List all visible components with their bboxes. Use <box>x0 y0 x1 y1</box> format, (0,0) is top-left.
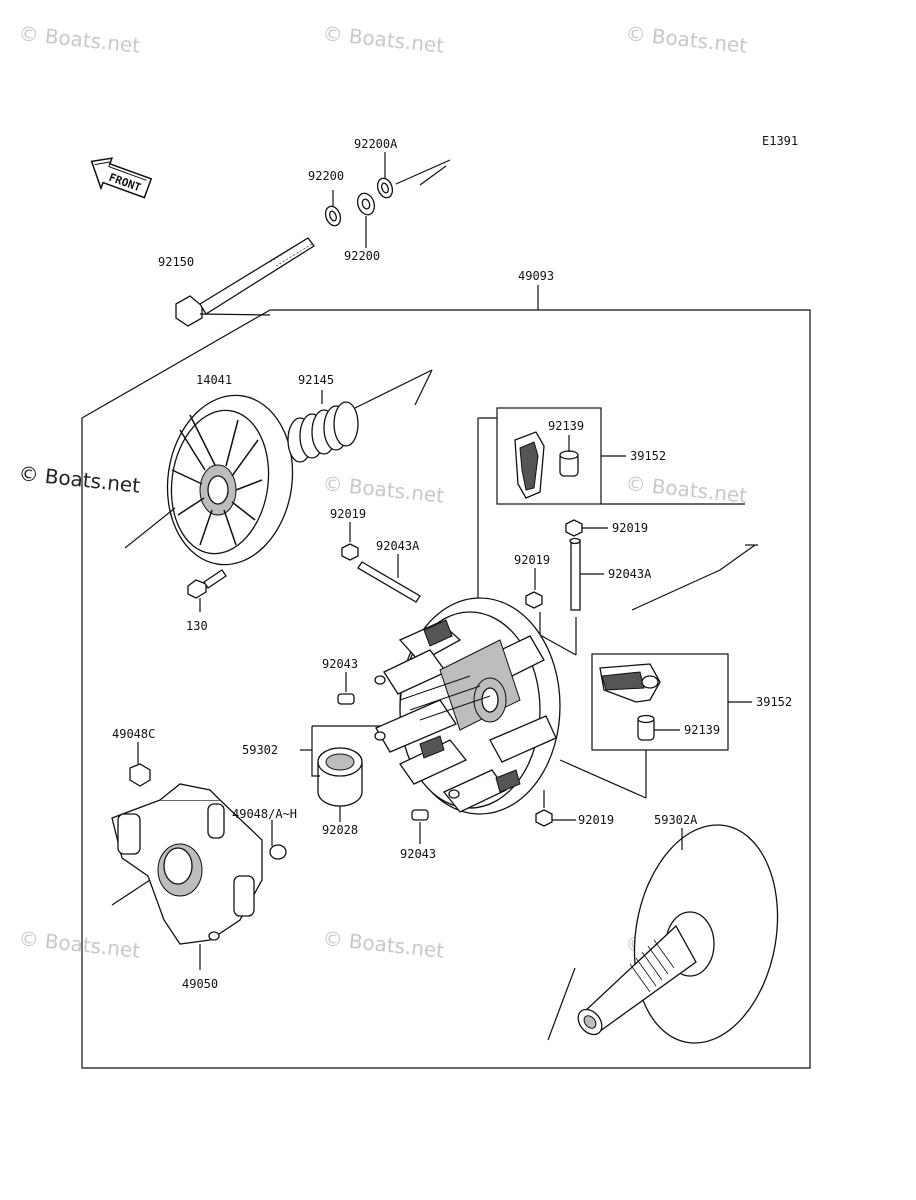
label-59302: 59302 <box>242 743 278 757</box>
label-92019-b: 92019 <box>612 521 648 535</box>
pins-lower <box>337 672 576 844</box>
watermark-4: © Boats.net <box>321 471 445 508</box>
label-92200A: 92200A <box>354 137 398 151</box>
label-92043-b: 92043 <box>400 847 436 861</box>
washers <box>324 152 451 248</box>
label-92139-bottom: 92139 <box>684 723 720 737</box>
bushing-92028 <box>300 725 380 822</box>
part-labels: 92200A 92200 92200 92150 49093 14041 921… <box>112 137 792 991</box>
watermark-1: © Boats.net <box>17 21 141 58</box>
watermark-dark: © Boats.net <box>17 461 141 498</box>
label-92019-d: 92019 <box>578 813 614 827</box>
spring-92145 <box>287 390 359 463</box>
watermark-6: © Boats.net <box>17 926 141 963</box>
label-92043A-a: 92043A <box>376 539 420 553</box>
label-92043-a: 92043 <box>322 657 358 671</box>
pins-upper <box>341 519 758 656</box>
label-130: 130 <box>186 619 208 633</box>
label-49048AH: 49048/A~H <box>232 807 297 821</box>
bolt-130 <box>187 569 227 612</box>
diagram-code: E1391 <box>762 134 798 148</box>
clutch-mount <box>111 742 287 970</box>
arm-box-bottom <box>559 653 752 799</box>
label-92200-top: 92200 <box>308 169 344 183</box>
label-49050: 49050 <box>182 977 218 991</box>
watermark-7: © Boats.net <box>321 926 445 963</box>
bolt-92150 <box>175 237 315 327</box>
spider-housing <box>374 597 561 815</box>
movable-sheave <box>124 369 433 566</box>
label-92145: 92145 <box>298 373 334 387</box>
label-92019-c: 92019 <box>514 553 550 567</box>
label-92019-a: 92019 <box>330 507 366 521</box>
label-39152-bottom: 39152 <box>756 695 792 709</box>
label-59302A: 59302A <box>654 813 698 827</box>
label-39152-top: 39152 <box>630 449 666 463</box>
label-92150: 92150 <box>158 255 194 269</box>
label-92200-bottom: 92200 <box>344 249 380 263</box>
arm-box-top <box>477 407 745 640</box>
label-14041: 14041 <box>196 373 232 387</box>
label-49048C: 49048C <box>112 727 155 741</box>
watermark-5: © Boats.net <box>624 471 748 508</box>
label-92028: 92028 <box>322 823 358 837</box>
assembly-box <box>81 285 811 1069</box>
label-92043A-b: 92043A <box>608 567 652 581</box>
label-92139-top: 92139 <box>548 419 584 433</box>
label-49093: 49093 <box>518 269 554 283</box>
watermark-2: © Boats.net <box>321 21 445 58</box>
fixed-sheave <box>547 824 779 1044</box>
watermark-3: © Boats.net <box>624 21 748 58</box>
front-arrow-icon: FRONT <box>90 157 153 199</box>
